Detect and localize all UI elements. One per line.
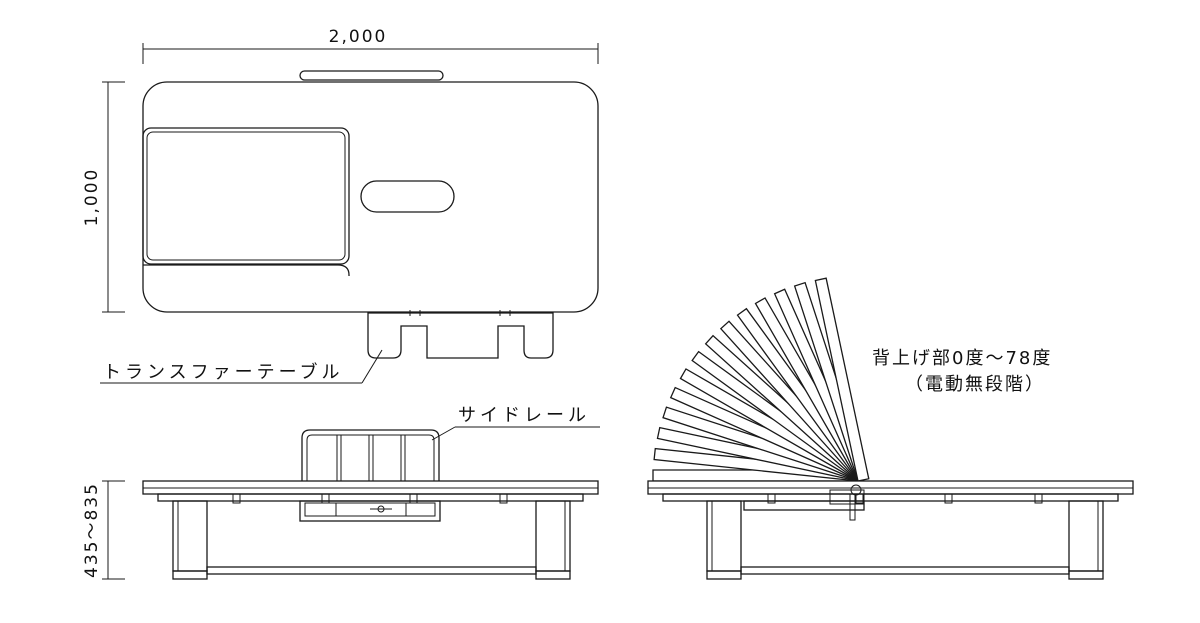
transfer-table-label: トランスファーテーブル [103, 361, 344, 383]
side-strip [143, 264, 350, 276]
back-raise-note: （電動無段階） [905, 374, 1045, 395]
oval-opening [360, 180, 455, 213]
side-rail-callout: サイドレール [431, 405, 600, 441]
bed-outline [142, 81, 599, 313]
height-label: 435～835 [82, 482, 102, 578]
side-rail-label: サイドレール [458, 405, 590, 426]
side-view-flat: 435～835 サイドレール [82, 405, 600, 580]
top-view: 2,000 1,000 トランスファ [82, 27, 599, 384]
back-raise-fan [652, 277, 870, 482]
back-raise-label: 背上げ部0度～78度 [872, 348, 1052, 369]
length-label: 2,000 [329, 27, 388, 47]
side-view-raised: 背上げ部0度～78度 （電動無段階） [647, 277, 1134, 580]
transfer-table-callout: トランスファーテーブル [100, 349, 383, 384]
top-handle [299, 70, 444, 81]
transfer-table [367, 310, 554, 359]
height-dimension: 435～835 [82, 480, 125, 580]
length-dimension: 2,000 [142, 27, 599, 64]
width-label: 1,000 [82, 168, 102, 227]
width-dimension: 1,000 [82, 81, 125, 313]
back-section [142, 127, 350, 265]
side-rail [301, 429, 440, 481]
back-panel-78deg [814, 277, 870, 482]
